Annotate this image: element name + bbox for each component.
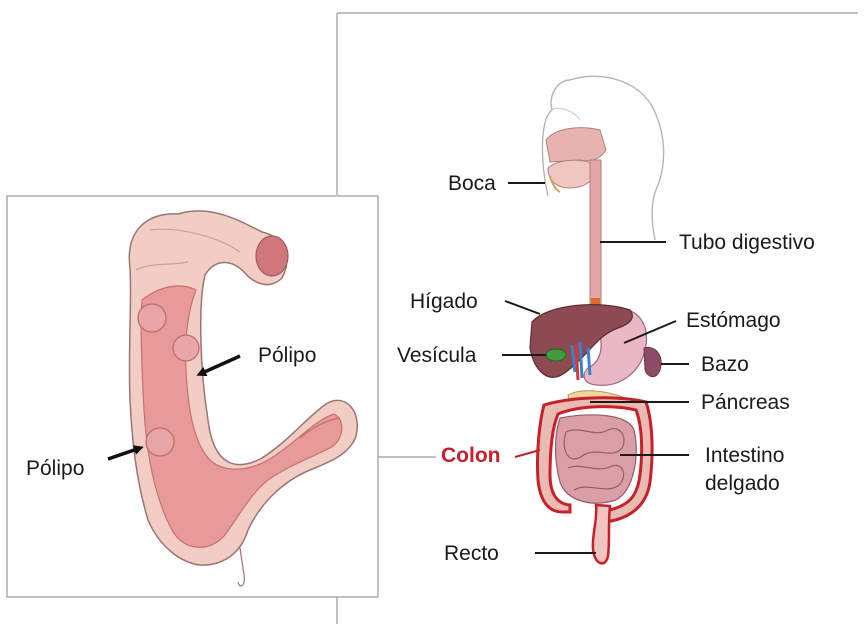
polyp-right xyxy=(173,335,199,361)
label-intestino-line1: Intestino xyxy=(705,444,784,467)
label-intestino-line2: delgado xyxy=(705,472,780,495)
label-polyp-right: Pólipo xyxy=(258,344,316,367)
label-estomago: Estómago xyxy=(686,309,781,332)
label-pancreas: Páncreas xyxy=(701,391,790,414)
esophagus xyxy=(590,160,601,305)
rectum xyxy=(593,505,610,563)
label-bazo: Bazo xyxy=(701,353,749,376)
label-tubo-digestivo: Tubo digestivo xyxy=(679,231,815,254)
spleen xyxy=(644,348,661,377)
polyp-top xyxy=(138,304,166,332)
gallbladder xyxy=(546,349,566,361)
label-higado: Hígado xyxy=(410,290,478,313)
small-intestine xyxy=(556,415,637,503)
leader-higado xyxy=(505,301,540,314)
label-vesicula: Vesícula xyxy=(397,344,477,367)
inset-colon-opening xyxy=(256,236,288,276)
label-boca: Boca xyxy=(448,172,496,195)
label-recto: Recto xyxy=(444,542,499,565)
label-polyp-left: Pólipo xyxy=(26,457,84,480)
polyp-left xyxy=(146,428,174,456)
label-colon: Colon xyxy=(441,444,500,467)
